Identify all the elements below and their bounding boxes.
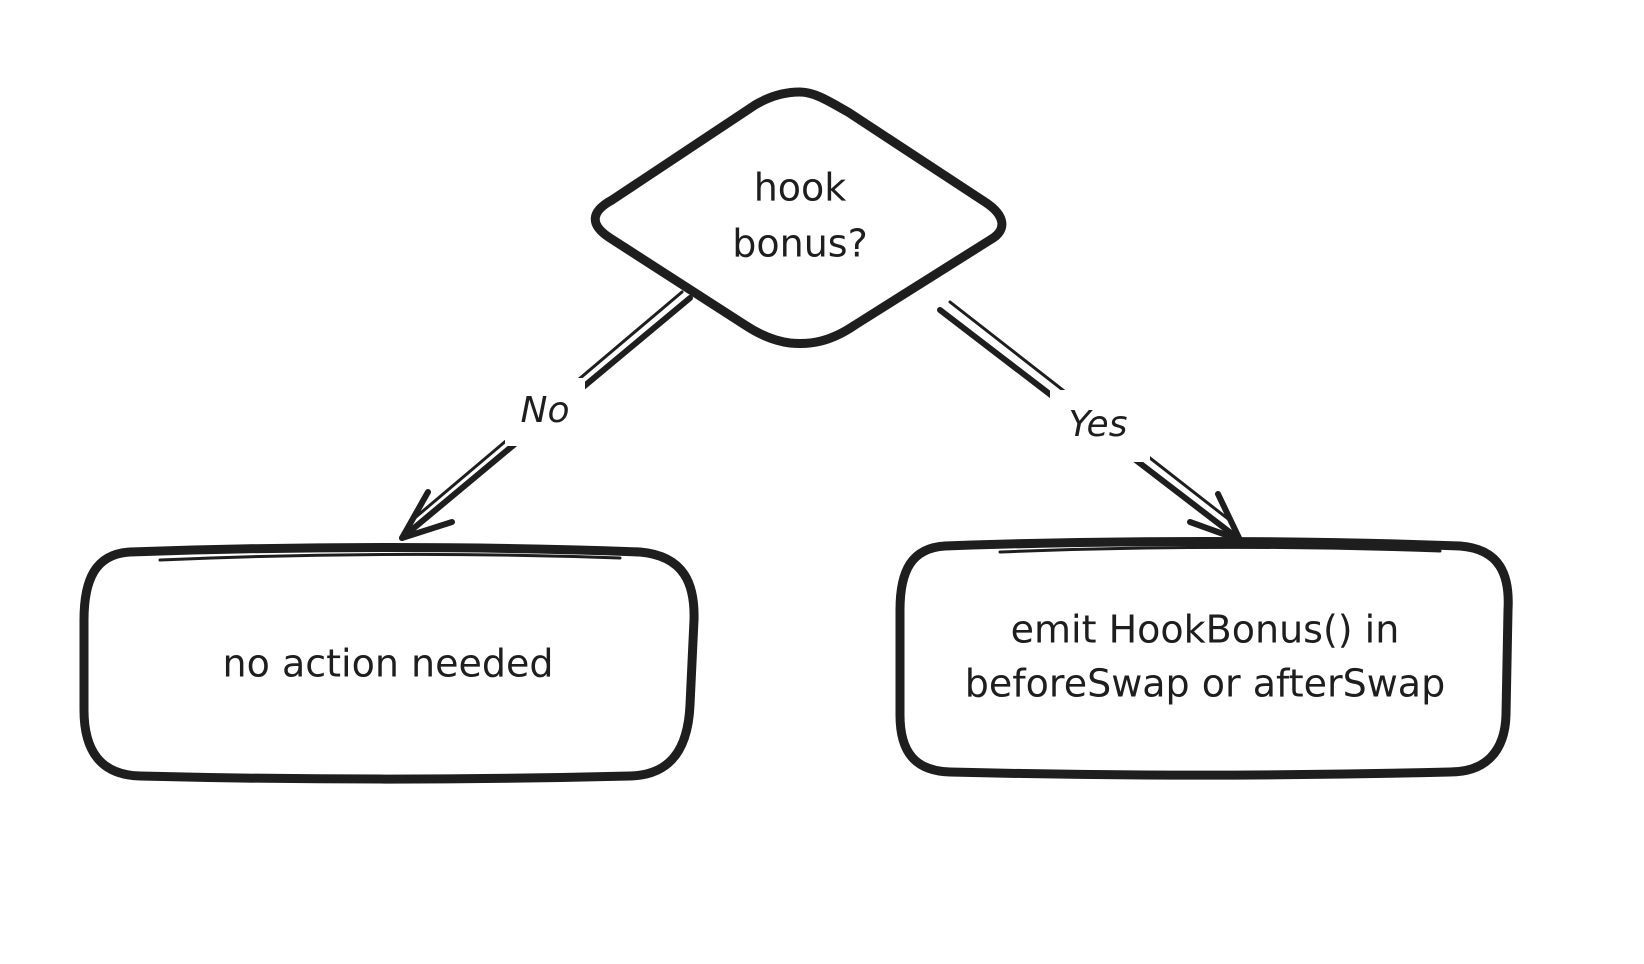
process-node-left[interactable]: no action needed: [79, 543, 699, 784]
process-box-right-shape: [895, 537, 1513, 780]
decision-label-line-2: bonus?: [732, 222, 868, 266]
decision-diamond-sketch-line: [638, 98, 762, 182]
process-node-right[interactable]: emit HookBonus() in beforeSwap or afterS…: [895, 537, 1513, 780]
edge-no[interactable]: No: [399, 290, 693, 541]
edge-yes-label-background: [1050, 390, 1150, 462]
decision-node[interactable]: hook bonus?: [590, 87, 1007, 348]
process-box-left-sketch-line: [158, 552, 622, 562]
process-box-left-shape: [79, 543, 699, 784]
decision-label-line-1: hook: [754, 166, 847, 210]
process-box-right-label-line-2: beforeSwap or afterSwap: [965, 662, 1445, 706]
process-box-left-label: no action needed: [223, 642, 554, 686]
decision-diamond-shape: [590, 87, 1007, 348]
process-box-right-sketch-line: [998, 545, 1442, 554]
edge-no-label: No: [521, 390, 570, 431]
edge-no-label-background: [505, 378, 585, 446]
edge-no-arrowhead: [399, 489, 455, 541]
edge-yes[interactable]: Yes: [937, 300, 1243, 543]
process-box-right-label-line-1: emit HookBonus() in: [1011, 608, 1400, 652]
edge-yes-label: Yes: [1069, 404, 1128, 445]
